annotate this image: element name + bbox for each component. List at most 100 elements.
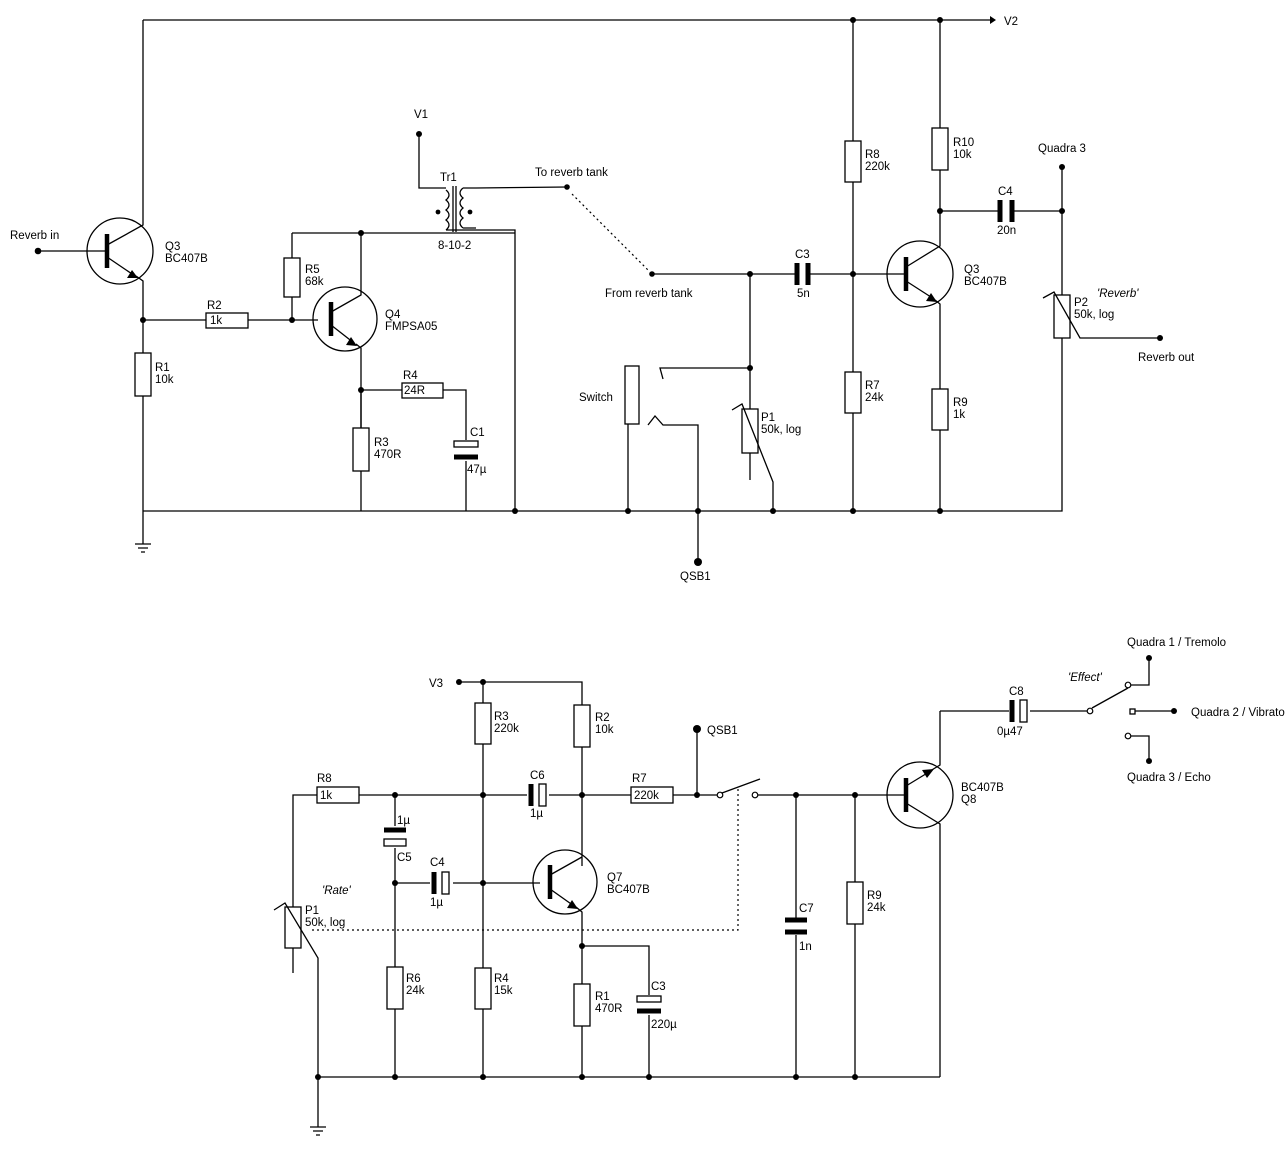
r7-val: 24k <box>865 392 884 404</box>
r1-ref: R1 <box>155 362 170 374</box>
resistor-r8 <box>844 140 862 183</box>
q4-type: FMPSA05 <box>385 321 437 333</box>
r1b-ref: R1 <box>595 991 610 1003</box>
c5-val: 1µ <box>397 815 410 827</box>
c4b-ref: C4 <box>430 857 445 869</box>
resistor-r1-bottom <box>573 983 591 1027</box>
to-tank-terminal <box>564 184 570 190</box>
resistor-r6-bottom <box>386 966 404 1010</box>
effect-label: 'Effect' <box>1068 672 1103 684</box>
p2-val: 50k, log <box>1074 309 1114 321</box>
r3-val: 470R <box>374 449 402 461</box>
r1-val: 10k <box>155 374 174 386</box>
switch-jack <box>624 365 640 425</box>
r7b-ref: R7 <box>632 773 647 785</box>
c4-val: 20n <box>997 225 1016 237</box>
resistor-r2 <box>205 312 249 329</box>
c8-ref: C8 <box>1009 686 1024 698</box>
reverb-out-terminal <box>1157 335 1163 341</box>
p2-name: 'Reverb' <box>1097 288 1139 300</box>
transistor-q3-out <box>886 170 954 389</box>
resistor-r1 <box>134 352 152 397</box>
r4b-ref: R4 <box>494 973 509 985</box>
resistor-r2-bottom <box>573 704 591 748</box>
potentiometer-p2 <box>1053 294 1071 339</box>
r4b-val: 15k <box>494 985 513 997</box>
quadra1-label: Quadra 1 / Tremolo <box>1127 637 1226 649</box>
resistor-r9 <box>931 388 949 431</box>
r4-ref: R4 <box>403 370 418 382</box>
quadra3-terminal-bottom <box>1146 758 1152 764</box>
p1-wiper <box>731 403 774 511</box>
resistor-r3-bottom <box>474 702 492 745</box>
q3-ref: Q3 <box>165 241 180 253</box>
c8-val: 0µ47 <box>997 726 1023 738</box>
r9-val: 1k <box>953 409 965 421</box>
c5-ref: C5 <box>397 852 412 864</box>
r2-val: 1k <box>210 315 222 327</box>
transistor-q4 <box>312 233 378 430</box>
v1-label: V1 <box>414 109 428 121</box>
r2-ref: R2 <box>207 300 222 312</box>
c7-val: 1n <box>799 941 812 953</box>
c1-val: 47µ <box>467 464 487 476</box>
from-tank-label: From reverb tank <box>605 288 693 300</box>
r6b-val: 24k <box>406 985 425 997</box>
q3b-ref: Q3 <box>964 264 979 276</box>
transistor-q3-in <box>86 20 154 320</box>
r3-ref: R3 <box>374 437 389 449</box>
rate-label: 'Rate' <box>322 885 351 897</box>
capacitor-c4 <box>997 200 1015 222</box>
capacitor-c1 <box>453 440 479 448</box>
c3b-val: 220µ <box>651 1019 677 1031</box>
r10-ref: R10 <box>953 137 974 149</box>
qsb1-terminal <box>694 558 702 566</box>
v2-label: V2 <box>1004 16 1018 28</box>
effect-switch-lever <box>1091 687 1129 709</box>
v3-label: V3 <box>429 678 443 690</box>
q8-ref: Q8 <box>961 794 976 806</box>
r5-ref: R5 <box>305 264 320 276</box>
q8-type: BC407B <box>961 782 1004 794</box>
resistor-r10 <box>931 127 949 171</box>
to-tank-label: To reverb tank <box>535 167 608 179</box>
quadra3b-label: Quadra 3 / Echo <box>1127 772 1211 784</box>
reverb-in-label: Reverb in <box>10 230 59 242</box>
r1b-val: 470R <box>595 1003 623 1015</box>
c1-ref: C1 <box>470 427 485 439</box>
c3-ref: C3 <box>795 249 810 261</box>
p1b-val: 50k, log <box>305 917 345 929</box>
r8-ref: R8 <box>865 149 880 161</box>
resistor-r5 <box>283 257 301 298</box>
transformer-secondary <box>459 186 568 229</box>
r2b-val: 10k <box>595 724 614 736</box>
r9-ref: R9 <box>953 397 968 409</box>
r3b-ref: R3 <box>494 711 509 723</box>
p2-ref: P2 <box>1074 297 1088 309</box>
quadra2-terminal <box>1171 708 1177 714</box>
switch-contact-b <box>751 791 759 799</box>
q7-type: BC407B <box>607 884 650 896</box>
r8-val: 220k <box>865 161 890 173</box>
r2b-ref: R2 <box>595 712 610 724</box>
r7b-val: 220k <box>634 790 659 802</box>
r9b-ref: R9 <box>867 890 882 902</box>
tr1-val: 8-10-2 <box>438 240 471 252</box>
c4-ref: C4 <box>998 186 1013 198</box>
quadra2-label: Quadra 2 / Vibrato <box>1191 707 1285 719</box>
c6-val: 1µ <box>530 808 543 820</box>
potentiometer-p1-bottom <box>284 906 302 949</box>
c3-val: 5n <box>797 288 810 300</box>
tr1-ref: Tr1 <box>440 172 457 184</box>
switch-lever <box>721 778 761 794</box>
mechanical-linkage <box>310 789 739 931</box>
v2-arrow-icon <box>990 16 996 24</box>
transformer-core <box>452 186 457 232</box>
ground-icon <box>135 511 151 553</box>
capacitor-c7 <box>785 917 807 935</box>
resistor-r4-bottom <box>474 967 492 1010</box>
q3-type: BC407B <box>165 253 208 265</box>
resistor-r7 <box>844 371 862 414</box>
transistor-q7 <box>532 849 598 984</box>
transformer-primary <box>444 189 516 511</box>
